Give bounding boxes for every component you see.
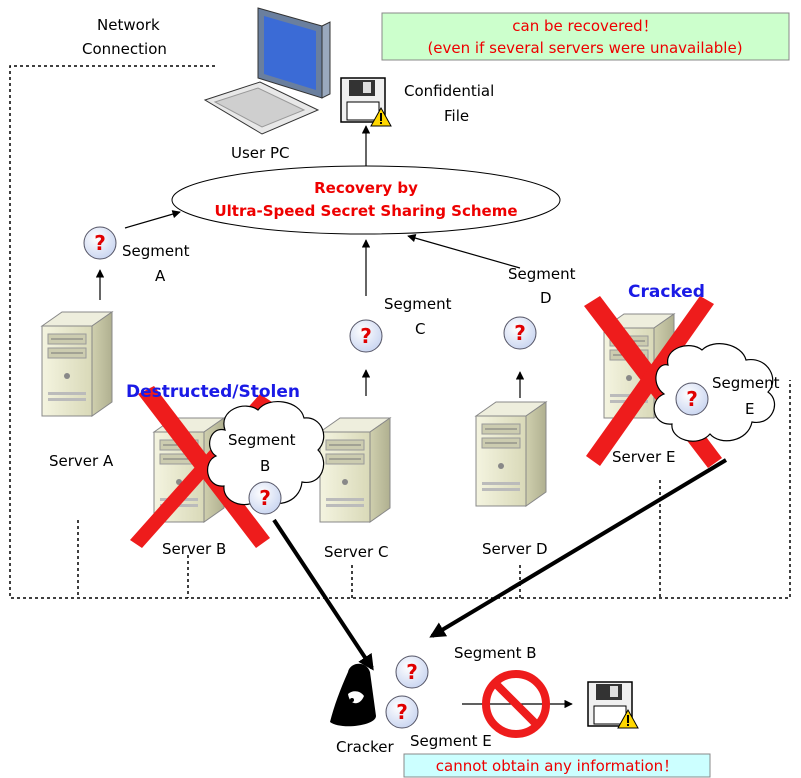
cracker-segment-e-label: Segment E <box>410 732 492 750</box>
confidential-file-line2: File <box>444 107 469 125</box>
cracked-label: Cracked <box>628 282 705 302</box>
segment-b-line2: B <box>260 457 270 475</box>
segment-a-line2: A <box>155 267 166 285</box>
recovery-line2: Ultra-Speed Secret Sharing Scheme <box>214 202 517 220</box>
segment-b-cloud <box>207 401 325 506</box>
no-info-note-box <box>403 753 711 778</box>
segment-c-line2: C <box>415 320 425 338</box>
segment-b-question: ? <box>259 486 271 510</box>
user-pc-label: User PC <box>231 144 289 162</box>
recovered-note-line1: can be recovered！ <box>512 17 657 35</box>
segment-c-line1: Segment <box>384 295 452 313</box>
cracker-label: Cracker <box>336 738 394 756</box>
cracker-icon <box>330 663 376 727</box>
recovery-arrows <box>95 125 525 398</box>
server-c-icon <box>319 417 391 523</box>
recovery-ellipse <box>171 165 561 235</box>
prohibited-icon <box>482 670 550 738</box>
leak-arrows <box>272 458 728 671</box>
cracker-floppy-icon <box>587 681 639 729</box>
no-info-note: cannot obtain any information！ <box>436 757 678 775</box>
server-b-label: Server B <box>162 540 226 558</box>
segment-d-line1: Segment <box>508 265 576 283</box>
server-a-icon <box>41 311 113 417</box>
segment-e-question: ? <box>686 387 698 411</box>
confidential-file-line1: Confidential <box>404 82 494 100</box>
user-pc-icon <box>203 7 331 135</box>
cracker-segment-b-label: Segment B <box>454 644 537 662</box>
segment-e-line1: Segment <box>712 374 780 392</box>
server-a-label: Server A <box>49 452 114 470</box>
network-label-line1: Network <box>97 16 160 34</box>
segment-c-question: ? <box>360 324 372 348</box>
segment-a-line1: Segment <box>122 242 190 260</box>
recovered-note-line2: (even if several servers were unavailabl… <box>427 39 742 57</box>
network-label-line2: Connection <box>82 40 167 58</box>
cracker-segment-e-question: ? <box>396 700 408 724</box>
segment-d-line2: D <box>540 289 552 307</box>
server-e-label: Server E <box>612 448 675 466</box>
segment-a-question: ? <box>94 231 106 255</box>
recovered-note-box <box>381 12 790 61</box>
segment-e-line2: E <box>745 400 754 418</box>
destructed-label: Destructed/Stolen <box>126 382 300 402</box>
server-d-icon <box>475 401 547 507</box>
server-d-label: Server D <box>482 540 548 558</box>
server-c-label: Server C <box>324 543 388 561</box>
recovery-line1: Recovery by <box>314 179 418 197</box>
segment-d-question: ? <box>514 321 526 345</box>
floppy-disk-icon <box>340 77 392 127</box>
segment-e-cloud <box>653 343 775 442</box>
cracker-segment-b-question: ? <box>406 660 418 684</box>
segment-b-line1: Segment <box>228 431 296 449</box>
